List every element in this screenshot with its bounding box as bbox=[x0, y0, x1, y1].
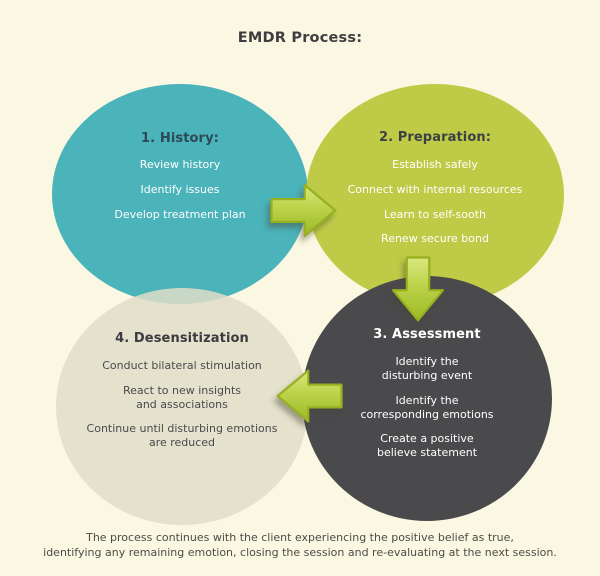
desensitization-item: Continue until disturbing emotions are r… bbox=[86, 422, 278, 450]
preparation-item: Establish safely bbox=[392, 157, 478, 171]
preparation-to-assessment-arrow-icon bbox=[387, 252, 449, 325]
assessment-text-block: 3. Assessment Identify the disturbing ev… bbox=[360, 327, 493, 470]
history-item: Identify issues bbox=[140, 183, 220, 197]
history-to-preparation-arrow-icon bbox=[268, 178, 338, 243]
assessment-item: Identify the disturbing event bbox=[381, 354, 473, 382]
history-circle: 1. History: Review history Identify issu… bbox=[52, 84, 308, 304]
preparation-circle: 2. Preparation: Establish safely Connect… bbox=[306, 84, 564, 306]
desensitization-heading: 4. Desensitization bbox=[115, 331, 249, 347]
desensitization-text-block: 4. Desensitization Conduct bilateral sti… bbox=[87, 331, 278, 482]
diagram-title: EMDR Process: bbox=[237, 30, 363, 46]
assessment-to-desensitization-arrow-icon bbox=[275, 363, 345, 429]
assessment-item: Create a positive believe statement bbox=[376, 432, 478, 460]
preparation-heading: 2. Preparation: bbox=[378, 130, 492, 146]
preparation-text-block: 2. Preparation: Establish safely Connect… bbox=[348, 130, 523, 260]
desensitization-circle: 4. Desensitization Conduct bilateral sti… bbox=[56, 288, 308, 525]
assessment-circle: 3. Assessment Identify the disturbing ev… bbox=[302, 276, 552, 521]
history-item: Review history bbox=[139, 158, 221, 172]
history-item: Develop treatment plan bbox=[114, 207, 246, 221]
process-caption: The process continues with the client ex… bbox=[43, 531, 557, 559]
history-text-block: 1. History: Review history Identify issu… bbox=[114, 131, 245, 258]
preparation-item: Learn to self-sooth bbox=[383, 207, 487, 221]
desensitization-item: React to new insights and associations bbox=[122, 383, 242, 411]
preparation-item: Connect with internal resources bbox=[347, 182, 523, 196]
assessment-heading: 3. Assessment bbox=[373, 327, 481, 343]
desensitization-item: Conduct bilateral stimulation bbox=[102, 358, 262, 372]
assessment-item: Identify the corresponding emotions bbox=[360, 393, 494, 421]
preparation-item: Renew secure bond bbox=[381, 232, 489, 246]
history-heading: 1. History: bbox=[141, 130, 219, 146]
